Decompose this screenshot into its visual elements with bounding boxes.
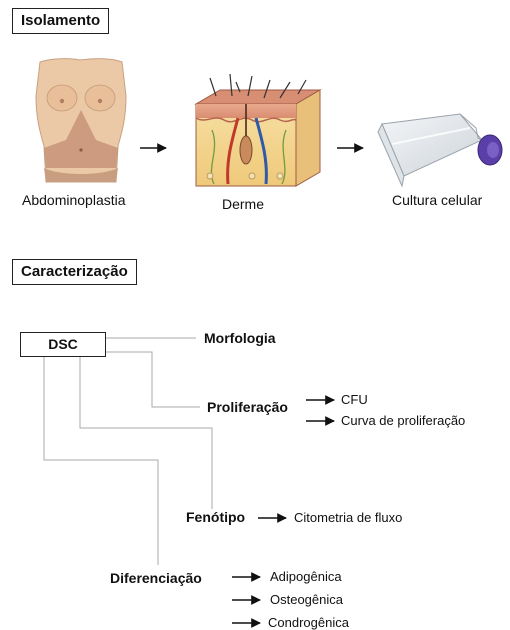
skin-section-icon: [196, 74, 320, 186]
branch-morfologia: Morfologia: [204, 330, 276, 346]
item-curva-proliferacao: Curva de proliferação: [341, 413, 465, 428]
abdomen-icon: [36, 59, 126, 182]
branch-fenotipo: Fenótipo: [186, 509, 245, 525]
tree-connectors: [44, 338, 212, 565]
culture-flask-icon: [378, 114, 502, 186]
item-osteogenica: Osteogênica: [270, 592, 343, 607]
branch-diferenciacao: Diferenciação: [110, 570, 202, 586]
item-cfu: CFU: [341, 392, 368, 407]
caption-derme: Derme: [222, 196, 264, 212]
branch-proliferacao: Proliferação: [207, 399, 288, 415]
item-citometria-fluxo: Citometria de fluxo: [294, 510, 402, 525]
dsc-root-box: DSC: [20, 332, 106, 357]
item-condrogenica: Condrogênica: [268, 615, 349, 630]
caption-abdominoplastia: Abdominoplastia: [22, 192, 126, 208]
item-adipogenica: Adipogênica: [270, 569, 342, 584]
caption-cultura-celular: Cultura celular: [392, 192, 482, 208]
